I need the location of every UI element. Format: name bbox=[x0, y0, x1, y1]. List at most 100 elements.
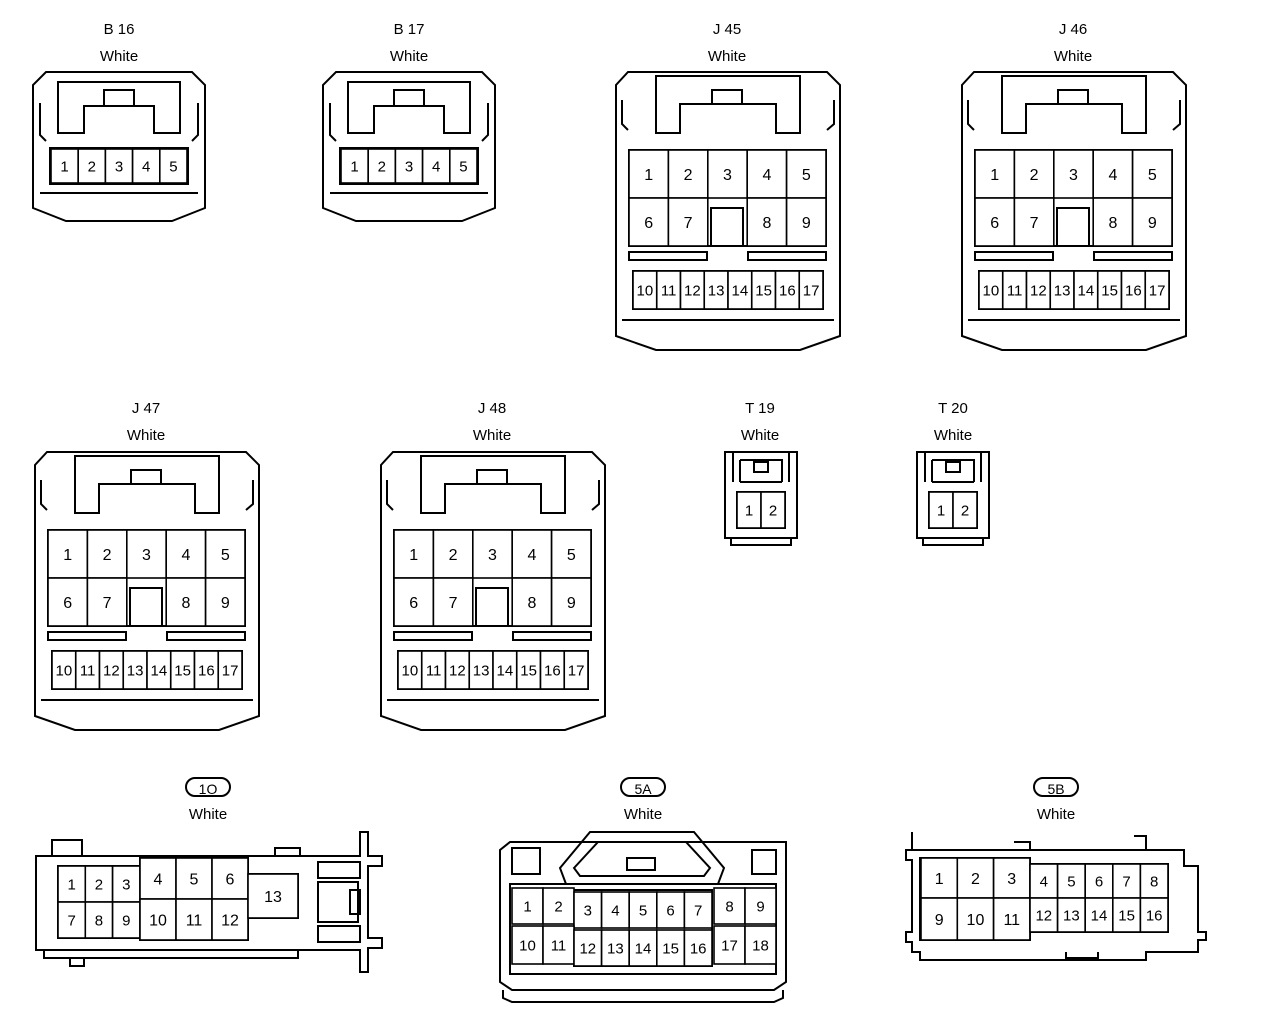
pin-c5a-13: 13 bbox=[600, 929, 630, 967]
pin-label: 11 bbox=[551, 937, 567, 954]
pin-label: 15 bbox=[1101, 282, 1118, 299]
pin-j45-16: 16 bbox=[774, 270, 801, 310]
pin-label: 8 bbox=[725, 898, 733, 915]
pin-label: 10 bbox=[983, 282, 1000, 299]
pin-label: 12 bbox=[1035, 907, 1052, 924]
pin-c5a-8: 8 bbox=[713, 887, 746, 925]
pin-label: 1 bbox=[60, 158, 68, 175]
pin-t19-1: 1 bbox=[736, 491, 762, 529]
pin-j48-14: 14 bbox=[492, 650, 518, 690]
pin-c1o-10: 10 bbox=[139, 898, 177, 941]
pin-label: 2 bbox=[88, 158, 96, 175]
pin-j47-7: 7 bbox=[86, 577, 128, 627]
pin-b17-3: 3 bbox=[394, 148, 424, 184]
pin-label: 11 bbox=[1003, 912, 1020, 929]
pin-c5a-12: 12 bbox=[573, 929, 603, 967]
pin-c5a-5: 5 bbox=[628, 891, 658, 929]
pin-label: 6 bbox=[226, 871, 235, 888]
pin-label: 2 bbox=[971, 871, 980, 888]
pin-c1o-9: 9 bbox=[111, 901, 141, 939]
pin-j46-11: 11 bbox=[1001, 270, 1028, 310]
pin-j47-13: 13 bbox=[122, 650, 148, 690]
pin-label: 11 bbox=[661, 282, 677, 299]
pin-label: 7 bbox=[103, 595, 112, 612]
pin-label: 3 bbox=[723, 167, 732, 184]
pin-label: 8 bbox=[527, 595, 536, 612]
pin-j46-14: 14 bbox=[1073, 270, 1099, 310]
pin-c5a-16: 16 bbox=[683, 929, 713, 967]
pin-label: 9 bbox=[122, 912, 130, 929]
connector-color-5a: White bbox=[623, 806, 663, 823]
pin-j46-10: 10 bbox=[978, 270, 1004, 310]
pin-label: 8 bbox=[762, 215, 771, 232]
pin-j46-15: 15 bbox=[1096, 270, 1123, 310]
pin-j47-15: 15 bbox=[169, 650, 196, 690]
pin-j46-9: 9 bbox=[1131, 197, 1173, 247]
pin-label: 14 bbox=[1078, 282, 1095, 299]
connector-color-t19: White bbox=[740, 427, 780, 444]
pin-label: 10 bbox=[637, 282, 654, 299]
pin-c5a-10: 10 bbox=[511, 925, 544, 965]
pin-label: 2 bbox=[684, 167, 693, 184]
pin-label: 7 bbox=[684, 215, 693, 232]
pin-j45-14: 14 bbox=[727, 270, 753, 310]
pin-c5a-11: 11 bbox=[542, 925, 575, 965]
connector-color-1o: White bbox=[188, 806, 228, 823]
pin-c5b-6: 6 bbox=[1084, 863, 1114, 899]
pin-label: 3 bbox=[115, 158, 123, 175]
pin-c1o-6: 6 bbox=[211, 857, 249, 900]
pin-label: 9 bbox=[567, 595, 576, 612]
connector-code-b17: B 17 bbox=[393, 21, 425, 38]
pin-c5a-4: 4 bbox=[600, 891, 630, 929]
pin-label: 13 bbox=[1054, 282, 1071, 299]
pin-label: 3 bbox=[405, 158, 413, 175]
pin-label: 7 bbox=[694, 902, 702, 919]
pin-j45-7: 7 bbox=[667, 197, 709, 247]
pin-j46-3: 3 bbox=[1053, 149, 1095, 199]
pin-label: 4 bbox=[432, 158, 440, 175]
pin-label: 9 bbox=[802, 215, 811, 232]
pin-label: 6 bbox=[63, 595, 72, 612]
pin-j48-16: 16 bbox=[539, 650, 566, 690]
pin-j48-5: 5 bbox=[550, 529, 592, 579]
pin-b17-5: 5 bbox=[448, 148, 478, 184]
connector-code-t20: T 20 bbox=[938, 400, 968, 417]
connector-color-j46: White bbox=[1053, 48, 1093, 65]
pin-j48-15: 15 bbox=[515, 650, 542, 690]
pin-c5a-2: 2 bbox=[542, 887, 575, 925]
pin-label: 10 bbox=[519, 937, 536, 954]
pin-j46-4: 4 bbox=[1092, 149, 1134, 199]
pin-label: 16 bbox=[198, 662, 215, 679]
pin-j48-8: 8 bbox=[511, 577, 553, 627]
pin-c5b-13: 13 bbox=[1056, 897, 1086, 933]
pin-label: 1 bbox=[67, 876, 75, 893]
pin-j48-3: 3 bbox=[471, 529, 513, 579]
pin-c5a-7: 7 bbox=[683, 891, 713, 929]
pin-j47-3: 3 bbox=[126, 529, 168, 579]
pin-c5a-1: 1 bbox=[511, 887, 544, 925]
pin-label: 10 bbox=[56, 662, 73, 679]
connector-color-j45: White bbox=[707, 48, 747, 65]
pin-label: 4 bbox=[181, 547, 190, 564]
pin-label: 11 bbox=[426, 662, 442, 679]
pin-j48-13: 13 bbox=[468, 650, 494, 690]
pin-label: 1 bbox=[644, 167, 653, 184]
pin-j48-2: 2 bbox=[432, 529, 474, 579]
connector-color-b17: White bbox=[389, 48, 429, 65]
pin-b16-5: 5 bbox=[159, 148, 188, 184]
pin-j48-12: 12 bbox=[444, 650, 471, 690]
pin-j45-15: 15 bbox=[750, 270, 777, 310]
pin-label: 2 bbox=[1030, 167, 1039, 184]
pin-label: 5 bbox=[221, 547, 230, 564]
pin-label: 16 bbox=[1125, 282, 1142, 299]
connector-b17 bbox=[322, 71, 496, 222]
pin-j47-11: 11 bbox=[74, 650, 101, 690]
pin-j46-17: 17 bbox=[1144, 270, 1170, 310]
pin-c5b-9: 9 bbox=[920, 897, 959, 941]
pin-label: 15 bbox=[174, 662, 191, 679]
pin-label: 17 bbox=[803, 282, 820, 299]
connector-code-j48: J 48 bbox=[477, 400, 507, 417]
pin-c5b-7: 7 bbox=[1112, 863, 1142, 899]
pin-b17-2: 2 bbox=[367, 148, 397, 184]
pin-c5b-16: 16 bbox=[1139, 897, 1169, 933]
